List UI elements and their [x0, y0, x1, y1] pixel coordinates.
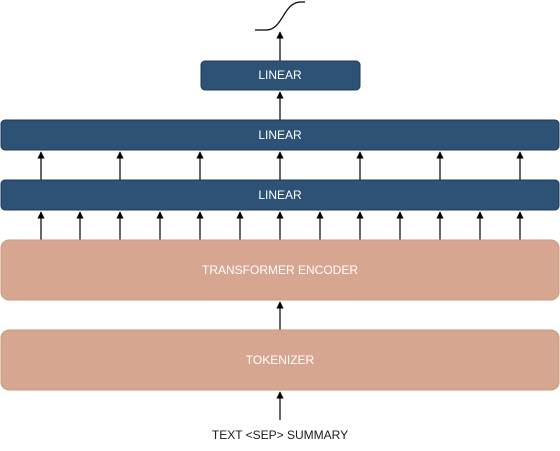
output-linear-box — [200, 60, 361, 91]
transformer-encoder-block: TRANSFORMER ENCODER — [0, 239, 560, 301]
lower-linear-layer: LINEAR — [0, 179, 560, 211]
input-text-label: TEXT <SEP> SUMMARY — [212, 428, 348, 442]
middle-linear-label: LINEAR — [258, 128, 302, 142]
middle-linear-layer: LINEAR — [0, 119, 560, 151]
middle-linear-box — [0, 119, 560, 151]
transformer-encoder-label: TRANSFORMER ENCODER — [202, 263, 358, 277]
sigmoid-output-curve — [255, 1, 305, 31]
transformer-encoder-box — [0, 239, 560, 301]
lower-linear-label: LINEAR — [258, 188, 302, 202]
output-linear-layer: LINEAR — [200, 60, 361, 91]
tokenizer-label: TOKENIZER — [246, 353, 315, 367]
output-linear-label: LINEAR — [258, 68, 302, 82]
arrows-encoder-to-lower — [37, 211, 524, 240]
tokenizer-block: TOKENIZER — [0, 329, 560, 391]
tokenizer-box — [0, 329, 560, 391]
arrows-lower-to-middle — [37, 151, 524, 180]
lower-linear-box — [0, 179, 560, 211]
